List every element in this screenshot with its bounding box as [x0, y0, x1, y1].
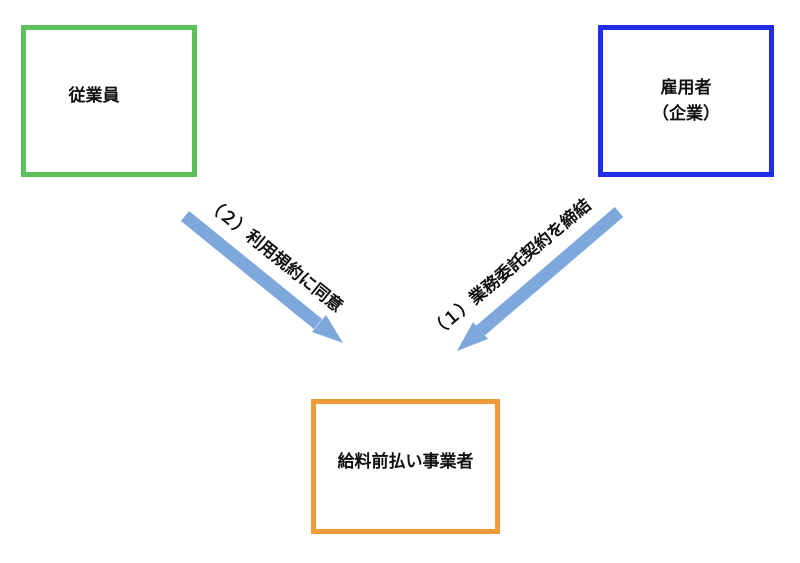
arrow-head-agreement	[312, 315, 343, 343]
arrow-employer-to-provider	[457, 207, 624, 351]
employee-label: 従業員	[68, 86, 120, 106]
employer-box: 雇用者 （企業）	[598, 25, 774, 177]
arrow-shaft-agreement	[180, 210, 323, 330]
contract-label: （１）業務委託契約を締結	[426, 195, 596, 342]
arrow-shaft-contract	[475, 207, 624, 336]
provider-label: 給料前払い事業者	[337, 451, 474, 472]
employer-label-line1: 雇用者	[660, 78, 712, 98]
provider-box: 給料前払い事業者	[311, 399, 500, 534]
arrow-employee-to-provider	[180, 210, 343, 343]
employer-label-line2: （企業）	[652, 104, 720, 124]
arrow-head-contract	[457, 322, 488, 351]
employee-box: 従業員	[21, 25, 197, 177]
